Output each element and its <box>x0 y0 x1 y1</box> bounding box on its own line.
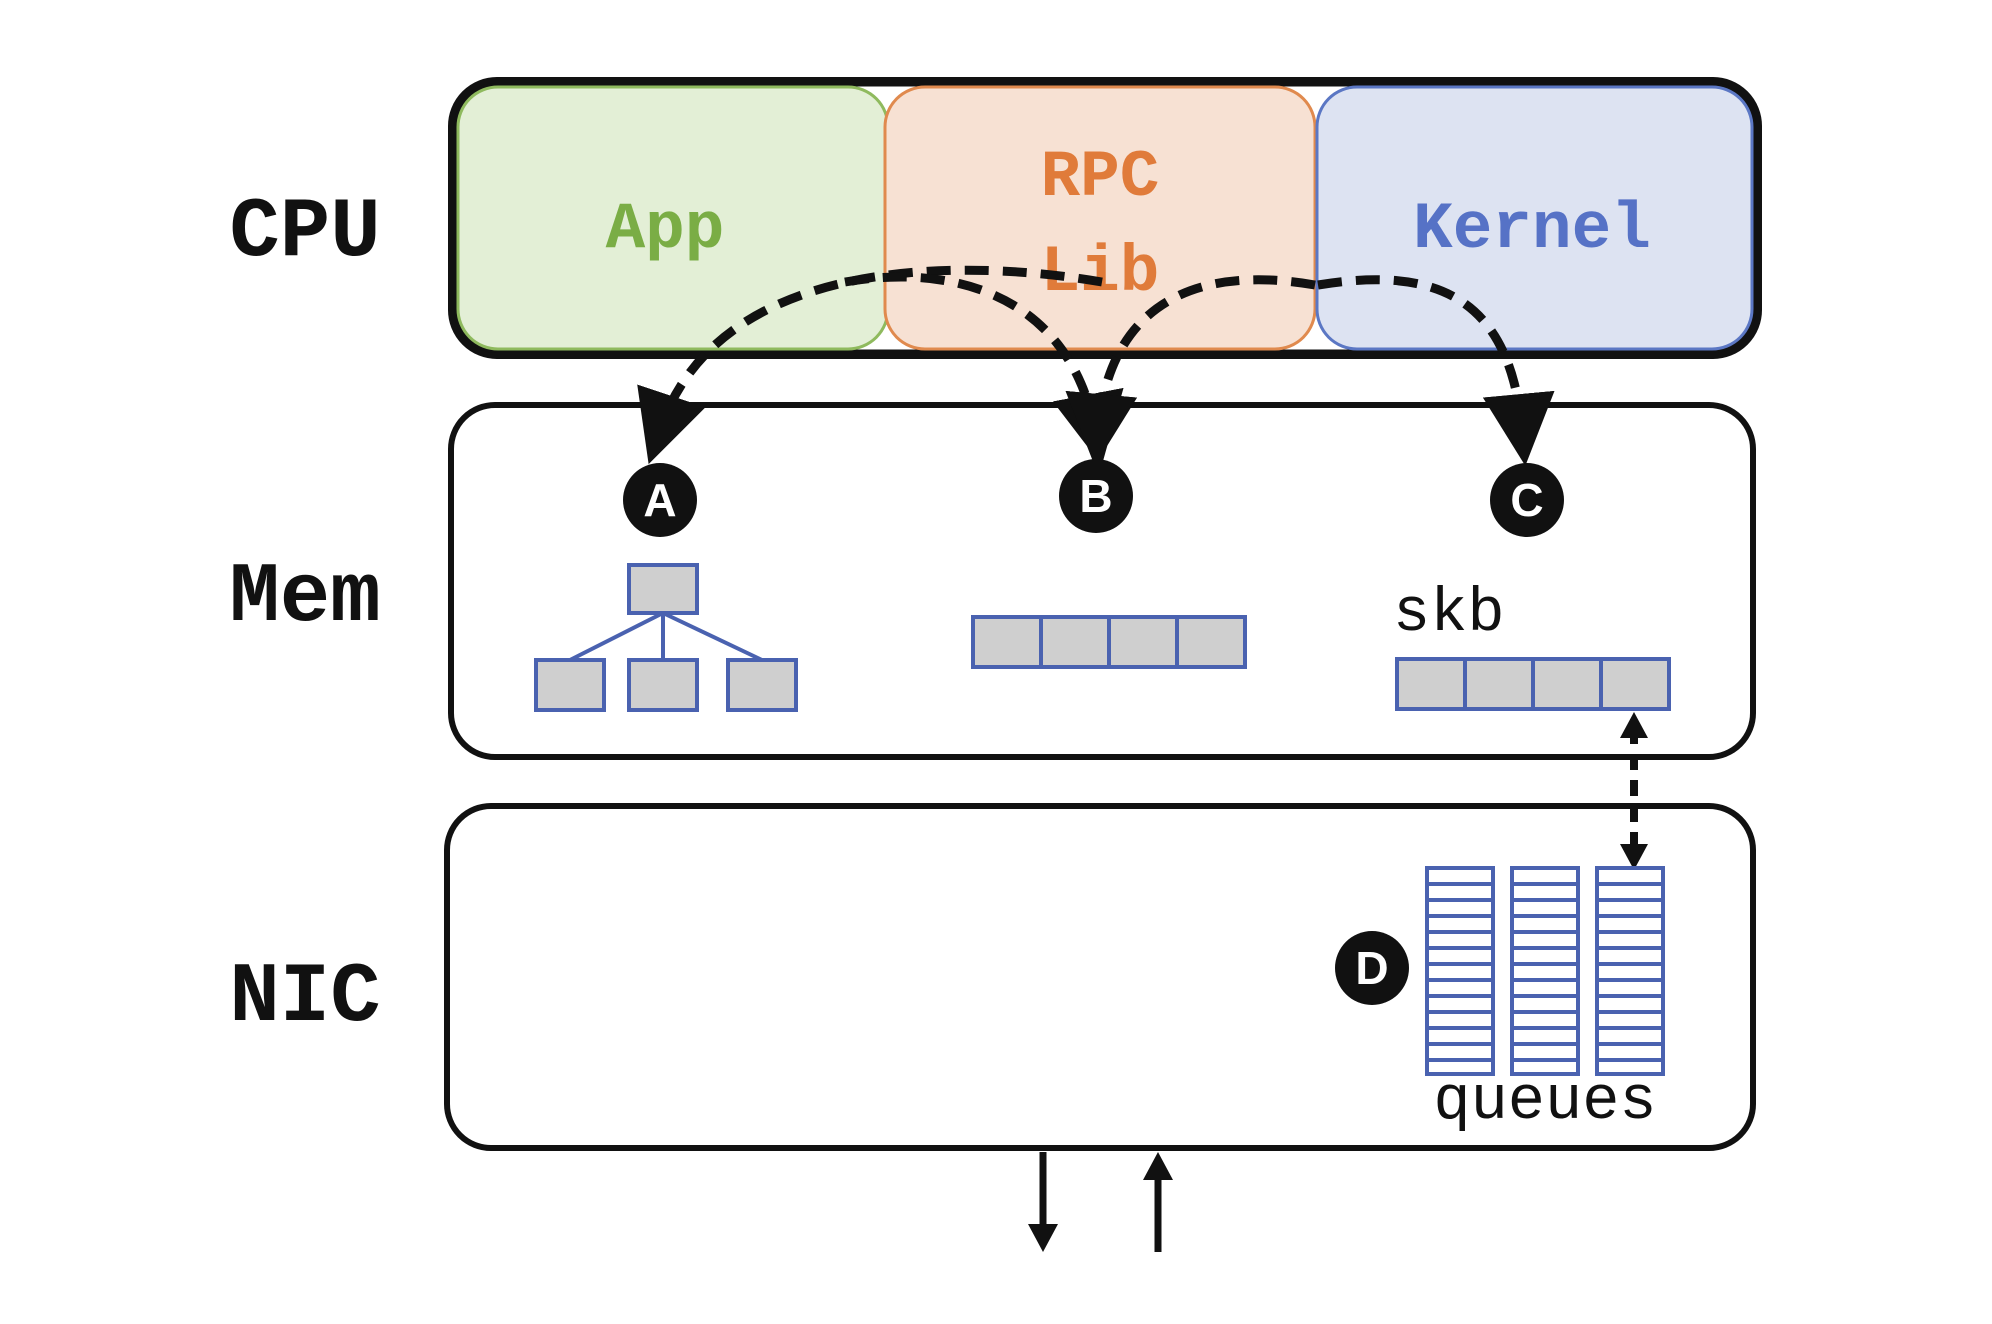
skb-label: skb <box>1393 578 1505 649</box>
arrow-kernel-to-c <box>1317 275 1555 466</box>
skb-queue-arrow-down <box>1620 844 1648 870</box>
array-structure <box>971 615 1247 669</box>
cpu-layer: App RPC Lib Kernel <box>448 77 1762 359</box>
arrow-app-to-b <box>844 272 1124 466</box>
rpc-lib-block <box>883 85 1317 351</box>
rpc-label-line1: RPC <box>1041 140 1160 215</box>
svg-text:A: A <box>643 474 676 526</box>
row-label-mem: Mem <box>229 551 380 646</box>
tree-structure <box>534 563 798 712</box>
queue-3 <box>1595 866 1665 1076</box>
arrow-kernel-to-b <box>1065 275 1316 466</box>
svg-text:C: C <box>1510 474 1543 526</box>
row-label-nic: NIC <box>229 951 380 1046</box>
queues-label: queues <box>1433 1066 1656 1137</box>
svg-text:D: D <box>1355 942 1388 994</box>
marker-b: B <box>1059 459 1133 533</box>
svg-text:B: B <box>1079 470 1112 522</box>
nic-queues <box>1425 866 1665 1076</box>
row-label-cpu: CPU <box>229 186 380 281</box>
kernel-block <box>1315 85 1754 351</box>
app-label: App <box>606 192 725 267</box>
ingress-arrowhead <box>1143 1152 1173 1180</box>
skb-queue-arrow-up <box>1620 712 1648 738</box>
egress-arrowhead <box>1028 1224 1058 1252</box>
marker-c: C <box>1490 463 1564 537</box>
marker-a: A <box>623 463 697 537</box>
kernel-label: Kernel <box>1413 192 1651 267</box>
queue-2 <box>1510 866 1580 1076</box>
skb-array <box>1395 657 1671 711</box>
queue-1 <box>1425 866 1495 1076</box>
network-io-arrows <box>1028 1152 1173 1252</box>
marker-d: D <box>1335 931 1409 1005</box>
cpu-outline <box>448 77 1762 359</box>
